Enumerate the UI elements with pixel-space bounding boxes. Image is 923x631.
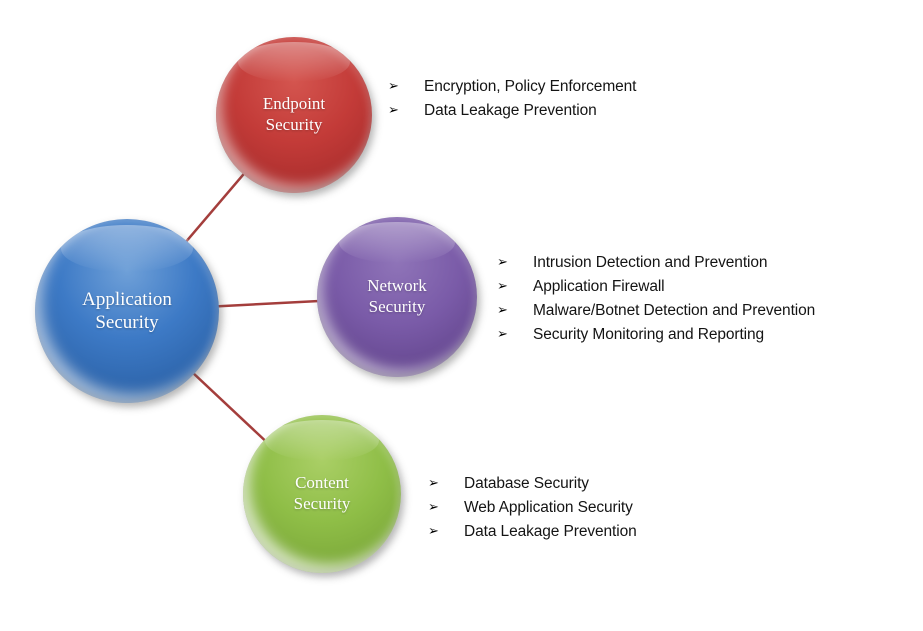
- arrow-bullet-icon: ➢: [428, 476, 439, 491]
- arrow-bullet-icon: ➢: [497, 327, 508, 342]
- list-item-text: Security Monitoring and Reporting: [533, 326, 765, 343]
- arrow-bullet-icon: ➢: [497, 255, 508, 270]
- list-item: ➢ Intrusion Detection and Prevention: [497, 254, 815, 278]
- node-content-security-label: Content Security: [293, 473, 351, 513]
- list-item: ➢ Security Monitoring and Reporting: [497, 326, 815, 350]
- list-item: ➢ Application Firewall: [497, 278, 815, 302]
- node-application-security-label: Application Security: [82, 288, 172, 333]
- list-item-text: Application Firewall: [533, 278, 665, 295]
- arrow-bullet-icon: ➢: [388, 79, 399, 94]
- list-item: ➢ Database Security: [428, 475, 637, 499]
- list-item-text: Data Leakage Prevention: [464, 523, 637, 540]
- list-item: ➢ Data Leakage Prevention: [388, 102, 636, 126]
- arrow-bullet-icon: ➢: [388, 103, 399, 118]
- list-item-text: Database Security: [464, 475, 589, 492]
- node-network-security-label: Network Security: [367, 276, 427, 316]
- node-content-security: Content Security: [243, 415, 401, 573]
- list-item-text: Intrusion Detection and Prevention: [533, 254, 768, 271]
- list-item-text: Data Leakage Prevention: [424, 102, 597, 119]
- node-endpoint-security-label: Endpoint Security: [262, 94, 326, 134]
- list-item: ➢ Encryption, Policy Enforcement: [388, 78, 636, 102]
- list-item-text: Malware/Botnet Detection and Prevention: [533, 302, 816, 319]
- list-item: ➢ Web Application Security: [428, 499, 637, 523]
- content-security-items: ➢ Database Security ➢ Web Application Se…: [428, 475, 637, 547]
- arrow-bullet-icon: ➢: [428, 500, 439, 515]
- node-endpoint-security: Endpoint Security: [216, 37, 372, 193]
- list-item-text: Encryption, Policy Enforcement: [424, 78, 637, 95]
- arrow-bullet-icon: ➢: [497, 303, 508, 318]
- list-item: ➢ Malware/Botnet Detection and Preventio…: [497, 302, 815, 326]
- arrow-bullet-icon: ➢: [497, 279, 508, 294]
- node-application-security: Application Security: [35, 219, 219, 403]
- endpoint-security-items: ➢ Encryption, Policy Enforcement ➢ Data …: [388, 78, 636, 126]
- node-network-security: Network Security: [317, 217, 477, 377]
- list-item-text: Web Application Security: [464, 499, 633, 516]
- arrow-bullet-icon: ➢: [428, 524, 439, 539]
- list-item: ➢ Data Leakage Prevention: [428, 523, 637, 547]
- network-security-items: ➢ Intrusion Detection and Prevention ➢ A…: [497, 254, 815, 350]
